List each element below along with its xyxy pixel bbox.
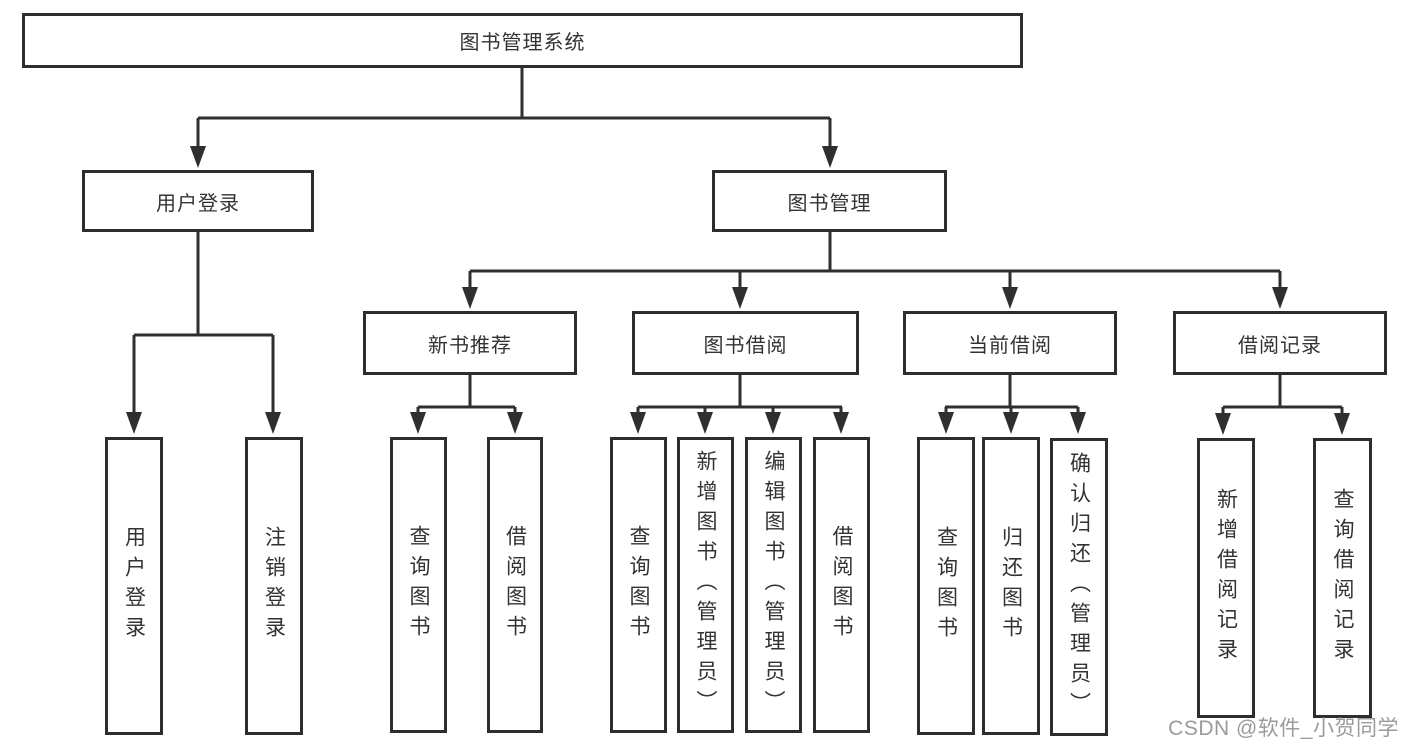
arrowhead	[1002, 287, 1018, 309]
csdn-watermark: CSDN @软件_小贺同学	[1168, 717, 1399, 740]
arrowhead	[462, 287, 478, 309]
connector-level1	[196, 68, 832, 150]
leaf-bb-borrow-books: 借阅图书	[813, 437, 870, 733]
node-root: 图书管理系统	[22, 13, 1023, 68]
leaf-bb-add-book-admin: 新增图书（管理员）	[677, 437, 734, 733]
arrowhead	[765, 412, 781, 434]
arrowhead	[190, 146, 206, 168]
leaf-br-add-record: 新增借阅记录	[1197, 438, 1255, 718]
arrowhead	[1215, 413, 1231, 435]
node-user-login-branch: 用户登录	[82, 170, 314, 232]
arrowhead	[732, 287, 748, 309]
leaf-bb-query-books: 查询图书	[610, 437, 667, 733]
connector-current-borrow	[944, 375, 1080, 416]
arrowhead	[507, 412, 523, 434]
leaf-user-login: 用户登录	[105, 437, 163, 735]
arrowhead	[1334, 413, 1350, 435]
arrowhead	[938, 412, 954, 434]
leaf-cb-return-books: 归还图书	[982, 437, 1040, 735]
leaf-bb-edit-book-admin: 编辑图书（管理员）	[745, 437, 802, 733]
arrowhead	[126, 412, 142, 434]
arrowhead	[822, 146, 838, 168]
arrowhead	[630, 412, 646, 434]
node-new-book-recommend: 新书推荐	[363, 311, 577, 375]
leaf-nbr-query-books: 查询图书	[390, 437, 447, 733]
connector-user-login	[132, 232, 275, 416]
connector-book-borrow	[636, 375, 843, 416]
node-book-management-branch: 图书管理	[712, 170, 947, 232]
leaf-br-query-record: 查询借阅记录	[1313, 438, 1372, 718]
leaf-logout: 注销登录	[245, 437, 303, 735]
arrowhead	[1272, 287, 1288, 309]
connector-new-book	[416, 375, 517, 416]
arrowhead	[697, 412, 713, 434]
arrowhead	[1070, 412, 1086, 434]
node-book-borrow: 图书借阅	[632, 311, 859, 375]
leaf-cb-confirm-return-admin: 确认归还（管理员）	[1050, 438, 1108, 736]
arrowhead	[1003, 412, 1019, 434]
connector-book-management	[468, 232, 1282, 291]
arrowhead	[833, 412, 849, 434]
connector-borrow-records	[1221, 375, 1344, 417]
node-borrow-records: 借阅记录	[1173, 311, 1387, 375]
leaf-cb-query-books: 查询图书	[917, 437, 975, 735]
node-current-borrow: 当前借阅	[903, 311, 1117, 375]
arrowhead	[410, 412, 426, 434]
leaf-nbr-borrow-books: 借阅图书	[487, 437, 543, 733]
arrowhead	[265, 412, 281, 434]
